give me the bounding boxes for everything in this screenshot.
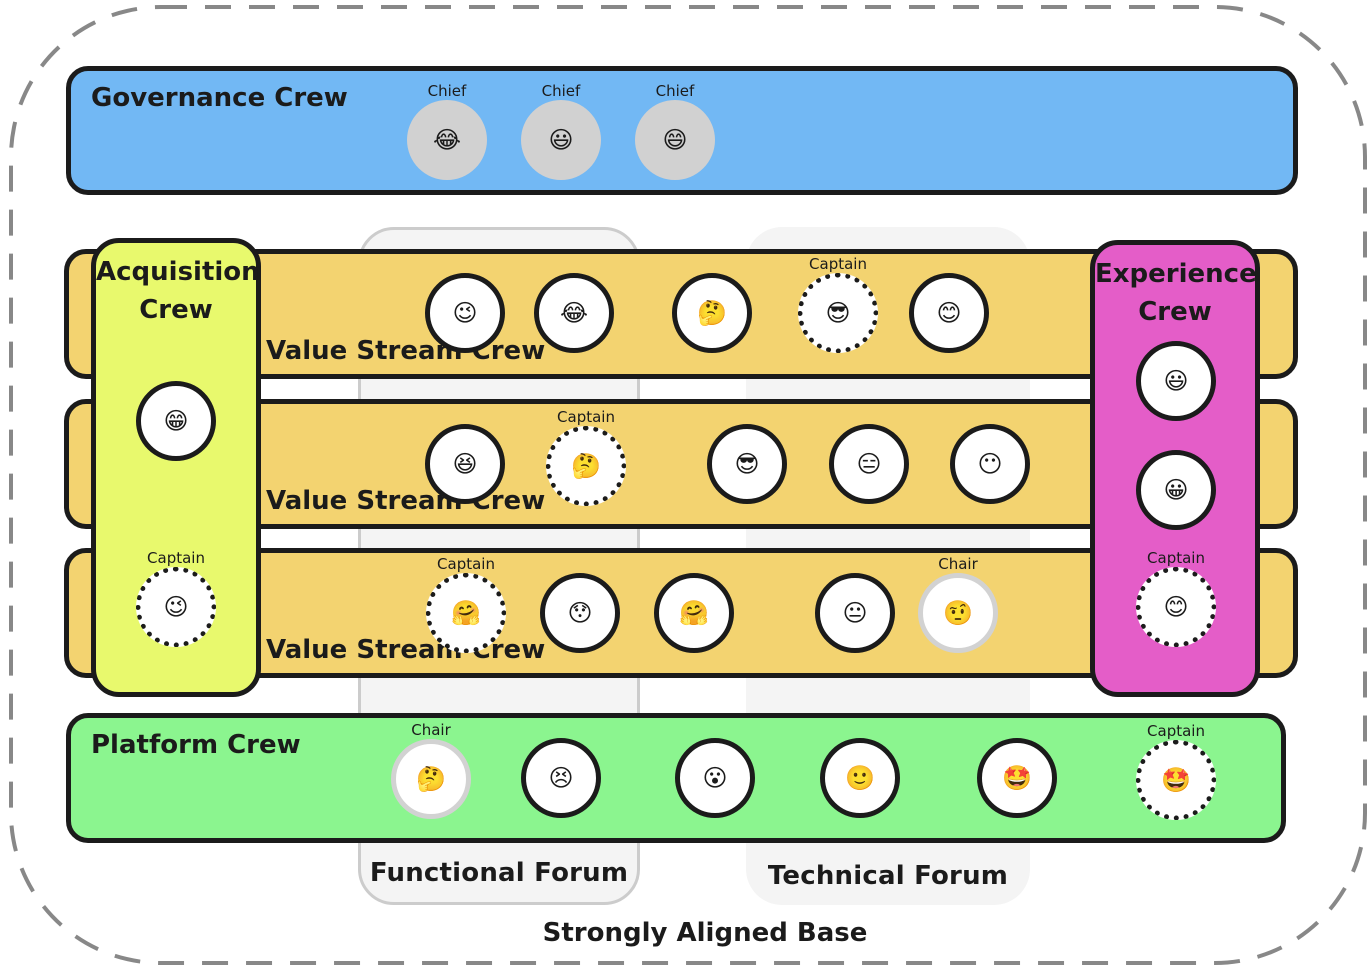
- platform-member-6[interactable]: 🤩: [1136, 740, 1216, 820]
- governance-member-2[interactable]: 😃: [521, 100, 601, 180]
- platform-member-4[interactable]: 🙂: [820, 738, 900, 818]
- value-stream-1-member-4[interactable]: 😎: [798, 273, 878, 353]
- value-stream-crew-title: Value Stream Crew: [266, 486, 546, 516]
- member-avatar-icon: 😄: [662, 126, 688, 154]
- member-avatar-icon: 😶: [977, 450, 1003, 478]
- value-stream-crew-title: Value Stream Crew: [266, 635, 546, 665]
- role-label-chair: Chair: [411, 721, 451, 739]
- member-avatar-icon: 😂: [432, 126, 462, 154]
- role-label-chief: Chief: [541, 82, 581, 100]
- strongly-aligned-base-label: Strongly Aligned Base: [542, 918, 868, 948]
- role-label-chair: Chair: [938, 555, 978, 573]
- governance-member-3[interactable]: 😄: [635, 100, 715, 180]
- role-label-captain: Captain: [437, 555, 495, 573]
- functional-forum-label: Functional Forum: [369, 858, 629, 888]
- member-avatar-icon: 😊: [936, 299, 962, 327]
- value-stream-3-member-3[interactable]: 🤗: [654, 573, 734, 653]
- experience-crew-title: Experience Crew: [1095, 259, 1257, 327]
- role-label-captain: Captain: [1147, 722, 1205, 740]
- strongly-aligned-base-boundary: [9, 5, 1367, 965]
- member-avatar-icon: 😊: [1163, 593, 1189, 621]
- member-avatar-icon: 🤔: [697, 299, 727, 327]
- platform-crew-title: Platform Crew: [91, 730, 301, 760]
- member-avatar-icon: 😎: [825, 299, 851, 327]
- member-avatar-icon: 🤨: [943, 599, 973, 627]
- member-avatar-icon: 😉: [452, 299, 478, 327]
- member-avatar-icon: 🤩: [1161, 766, 1191, 794]
- role-label-captain: Captain: [1147, 549, 1205, 567]
- value-stream-3-member-1[interactable]: 🤗: [426, 573, 506, 653]
- value-stream-1-member-1[interactable]: 😉: [425, 273, 505, 353]
- governance-member-1[interactable]: 😂: [407, 100, 487, 180]
- value-stream-3-member-5[interactable]: 🤨: [918, 573, 998, 653]
- value-stream-3-member-2[interactable]: 😯: [540, 573, 620, 653]
- member-avatar-icon: 😯: [567, 599, 593, 627]
- member-avatar-icon: 😀: [1163, 476, 1189, 504]
- role-label-captain: Captain: [147, 549, 205, 567]
- value-stream-1-member-5[interactable]: 😊: [909, 273, 989, 353]
- acquisition-member-1[interactable]: 😁: [136, 381, 216, 461]
- value-stream-1-member-3[interactable]: 🤔: [672, 273, 752, 353]
- value-stream-1-member-2[interactable]: 😂: [534, 273, 614, 353]
- value-stream-3-member-4[interactable]: 😐: [815, 573, 895, 653]
- member-avatar-icon: 🤩: [1002, 764, 1032, 792]
- acquisition-crew-title: Acquisition Crew: [96, 257, 260, 325]
- member-avatar-icon: 😉: [163, 593, 189, 621]
- member-avatar-icon: 😐: [842, 599, 868, 627]
- experience-member-2[interactable]: 😀: [1136, 450, 1216, 530]
- role-label-chief: Chief: [655, 82, 695, 100]
- platform-member-2[interactable]: 😣: [521, 738, 601, 818]
- member-avatar-icon: 😮: [702, 764, 728, 792]
- value-stream-2-member-5[interactable]: 😶: [950, 424, 1030, 504]
- member-avatar-icon: 😆: [452, 450, 478, 478]
- member-avatar-icon: 🤗: [679, 599, 709, 627]
- member-avatar-icon: 🤗: [451, 599, 481, 627]
- member-avatar-icon: 😣: [548, 764, 574, 792]
- value-stream-crew-title: Value Stream Crew: [266, 336, 546, 366]
- value-stream-2-member-2[interactable]: 🤔: [546, 426, 626, 506]
- value-stream-2-member-3[interactable]: 😎: [707, 424, 787, 504]
- member-avatar-icon: 🤔: [571, 452, 601, 480]
- member-avatar-icon: 🤔: [416, 765, 446, 793]
- role-label-captain: Captain: [557, 408, 615, 426]
- governance-crew-title: Governance Crew: [91, 83, 348, 113]
- role-label-captain: Captain: [809, 255, 867, 273]
- member-avatar-icon: 😁: [163, 407, 189, 435]
- member-avatar-icon: 🙂: [845, 764, 875, 792]
- member-avatar-icon: 😑: [856, 450, 882, 478]
- value-stream-2-member-4[interactable]: 😑: [829, 424, 909, 504]
- member-avatar-icon: 😂: [559, 299, 589, 327]
- member-avatar-icon: 😃: [548, 126, 574, 154]
- platform-member-3[interactable]: 😮: [675, 738, 755, 818]
- experience-member-3[interactable]: 😊: [1136, 567, 1216, 647]
- platform-member-5[interactable]: 🤩: [977, 738, 1057, 818]
- platform-member-1[interactable]: 🤔: [391, 739, 471, 819]
- value-stream-2-member-1[interactable]: 😆: [425, 424, 505, 504]
- technical-forum-label: Technical Forum: [767, 861, 1009, 891]
- member-avatar-icon: 😎: [734, 450, 760, 478]
- role-label-chief: Chief: [427, 82, 467, 100]
- member-avatar-icon: 😃: [1163, 367, 1189, 395]
- acquisition-member-2[interactable]: 😉: [136, 567, 216, 647]
- experience-member-1[interactable]: 😃: [1136, 341, 1216, 421]
